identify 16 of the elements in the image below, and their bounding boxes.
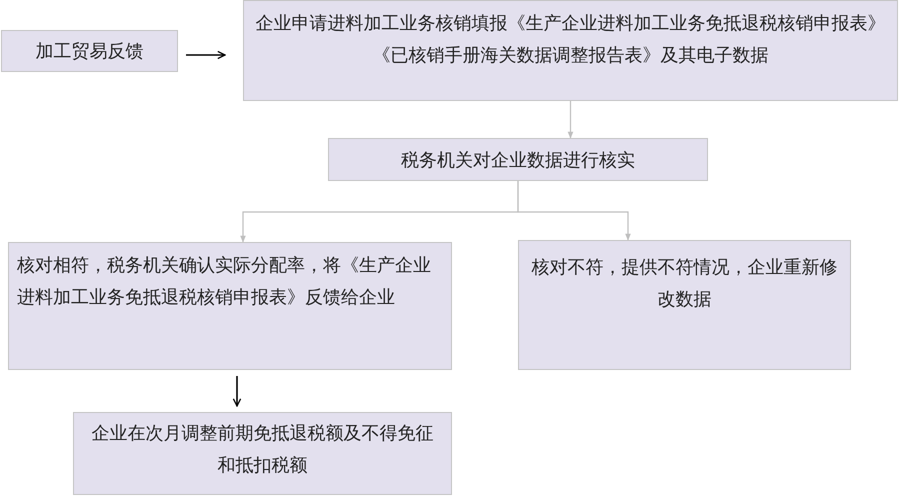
process-box [8,242,452,370]
box-text: 企业申请进料加工业务核销填报《生产企业进料加工业务免抵退税核销申报表》《已核销手册海关数据调整报告表》及其电子数据 [254,12,886,67]
box-text: 核对不符，提供不符情况，企业重新修改数据 [530,256,838,311]
process-box [73,412,452,495]
arrow [517,181,631,241]
box-text: 企业在次月调整前期免抵退税额及不得免征和抵扣税额 [90,422,434,477]
process-box [1,30,178,72]
arrow [186,50,226,60]
arrow [568,101,574,139]
process-box [243,0,898,101]
box-text: 加工贸易反馈 [34,40,144,63]
box-text: 核对相符，税务机关确认实际分配率，将《生产企业进料加工业务免抵退税核销申报表》反馈给企业 [17,254,432,309]
process-box [328,138,708,181]
box-text: 税务机关对企业数据进行核实 [400,148,636,172]
process-box [518,240,851,370]
arrow [232,376,242,407]
